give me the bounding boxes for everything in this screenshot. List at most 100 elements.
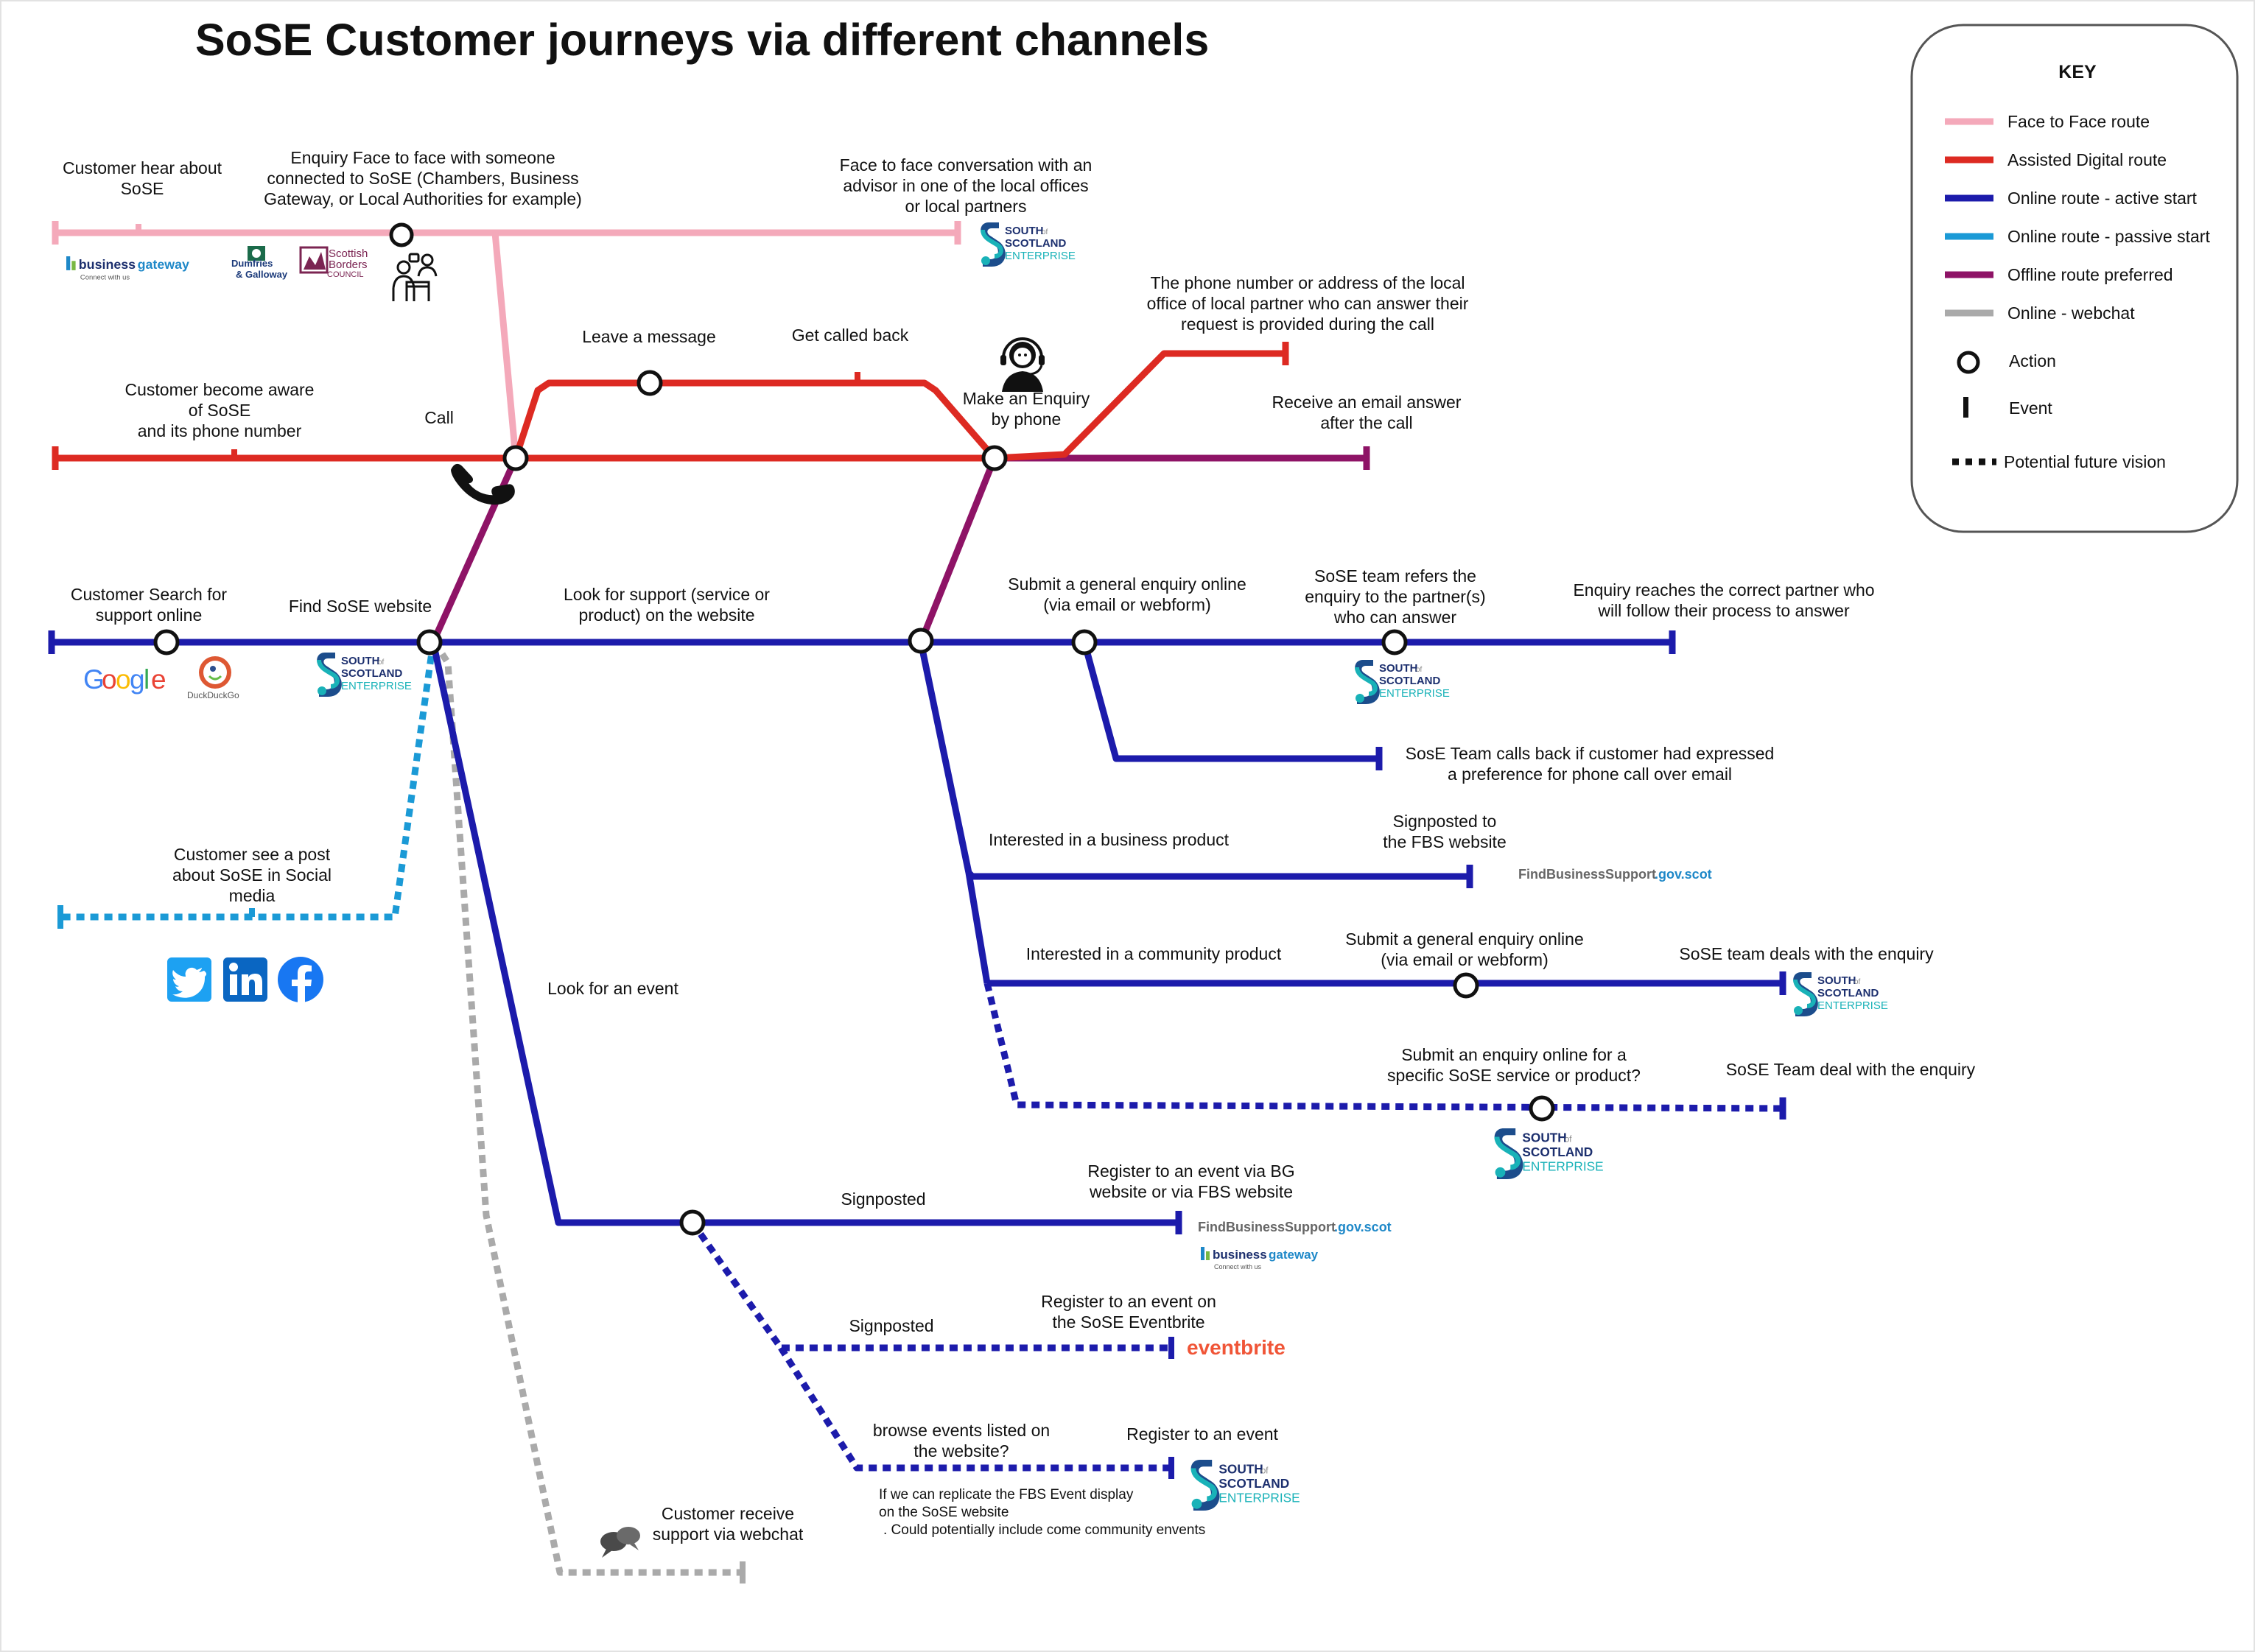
label-team-deal2: SoSE Team deal with the enquiry bbox=[1726, 1060, 1976, 1079]
fbs-logo-domain: .gov.scot bbox=[1334, 1220, 1392, 1234]
eventbrite-logo: eventbrite bbox=[1187, 1336, 1286, 1359]
sose-logo-south: SOUTH bbox=[1218, 1461, 1263, 1476]
google-letter: e bbox=[151, 664, 166, 695]
sose-logo-south: SOUTH bbox=[1005, 225, 1044, 237]
duckduckgo-text: DuckDuckGo bbox=[187, 690, 239, 700]
fbs-logo-main: FindBusinessSupport bbox=[1518, 867, 1656, 882]
sose-logo-of: of bbox=[1854, 978, 1861, 986]
sose-logo-south: SOUTH bbox=[1817, 974, 1856, 987]
route-lines bbox=[48, 221, 1786, 1584]
action-look-support bbox=[908, 628, 934, 654]
phone-icon bbox=[451, 463, 515, 505]
bg-logo-tag: Connect with us bbox=[80, 274, 130, 282]
route-browse-events bbox=[778, 1346, 1171, 1472]
action-call bbox=[502, 445, 529, 471]
sose-logo-enterprise: ENTERPRISE bbox=[1522, 1159, 1603, 1174]
sose-logo-scotland: SCOTLAND bbox=[341, 667, 402, 680]
dumfries-line1: Dumfries bbox=[231, 258, 273, 269]
sose-logo-of: of bbox=[1042, 228, 1048, 236]
borders-line2: Borders bbox=[329, 259, 368, 271]
action-search-online bbox=[153, 629, 180, 655]
borders-line1: Scottish bbox=[329, 247, 368, 260]
bg-logo-tag: Connect with us bbox=[1214, 1263, 1262, 1270]
action-find-website bbox=[416, 629, 443, 655]
fbs-logo: FindBusinessSupport.gov.scot bbox=[1518, 867, 1712, 882]
duckduckgo-logo: DuckDuckGo bbox=[187, 656, 239, 700]
label-find-website: Find SoSE website bbox=[289, 597, 432, 616]
route-leave-message bbox=[512, 379, 997, 460]
fbs-logo: FindBusinessSupport.gov.scot bbox=[1198, 1220, 1392, 1234]
label-calls-back: SosE Team calls back if customer had exp… bbox=[1406, 744, 1775, 784]
sose-logo-enterprise: ENTERPRISE bbox=[1379, 687, 1450, 700]
label-signposted2: Signposted bbox=[849, 1316, 933, 1335]
label-look-event: Look for an event bbox=[547, 979, 678, 998]
key-label-offline: Offline route preferred bbox=[2007, 265, 2173, 284]
sose-logo-south: SOUTH bbox=[341, 655, 380, 667]
action-team-refers bbox=[1381, 629, 1408, 655]
key-label-online_active: Online route - active start bbox=[2007, 189, 2198, 208]
action-submit-general bbox=[1071, 629, 1098, 655]
sose-logo-enterprise: ENTERPRISE bbox=[1218, 1491, 1300, 1505]
route-eventbrite bbox=[690, 1220, 1171, 1352]
sose-logo-scotland: SCOTLAND bbox=[1817, 987, 1879, 999]
sose-logo-enterprise: ENTERPRISE bbox=[1817, 999, 1888, 1012]
sose-logo-scotland: SCOTLAND bbox=[1522, 1145, 1593, 1159]
label-community-product: Interested in a community product bbox=[1026, 944, 1282, 963]
key-heading: KEY bbox=[2058, 62, 2097, 82]
route-business-product bbox=[966, 870, 1470, 880]
google-letter: o bbox=[116, 664, 131, 695]
page-title: SoSE Customer journeys via different cha… bbox=[195, 15, 1209, 65]
sose-logo-of: of bbox=[1416, 666, 1423, 674]
sose-logo-south: SOUTH bbox=[1522, 1130, 1566, 1145]
label-submit-general: Submit a general enquiry online(via emai… bbox=[1008, 574, 1246, 614]
route-online-passive bbox=[60, 642, 437, 921]
action-submit-specific bbox=[1529, 1095, 1555, 1122]
logos: SOUTHofSCOTLANDENTERPRISESOUTHofSCOTLAND… bbox=[66, 222, 1888, 1511]
borders-line3: COUNCIL bbox=[327, 270, 364, 279]
label-signposted1: Signposted bbox=[841, 1189, 925, 1209]
sose-logo-scotland: SCOTLAND bbox=[1379, 675, 1440, 687]
twitter-icon bbox=[167, 957, 211, 1002]
sose-logo-of: of bbox=[1261, 1466, 1269, 1475]
dumfries-galloway-logo: Dumfries& Galloway bbox=[231, 246, 288, 280]
key-label-assisted_digital: Assisted Digital route bbox=[2007, 150, 2167, 169]
action-enquiry-f2f bbox=[389, 222, 414, 247]
key-action-label: Action bbox=[2009, 351, 2056, 370]
sose-logo-enterprise: ENTERPRISE bbox=[341, 680, 412, 692]
route-specific-enquiry bbox=[983, 982, 1784, 1112]
sose-logo-of: of bbox=[1565, 1135, 1572, 1144]
bg-logo-gateway: gateway bbox=[138, 257, 189, 272]
label-submit-general2: Submit a general enquiry online(via emai… bbox=[1345, 929, 1583, 969]
key-label-online_passive: Online route - passive start bbox=[2007, 227, 2210, 246]
route-webchat bbox=[432, 640, 743, 1576]
label-business-product: Interested in a business product bbox=[989, 830, 1230, 849]
fbs-logo-domain: .gov.scot bbox=[1655, 867, 1712, 882]
fbs-logo-main: FindBusinessSupport bbox=[1198, 1220, 1336, 1234]
label-team-deals: SoSE team deals with the enquiry bbox=[1679, 944, 1934, 963]
route-calls-back bbox=[1081, 641, 1379, 762]
